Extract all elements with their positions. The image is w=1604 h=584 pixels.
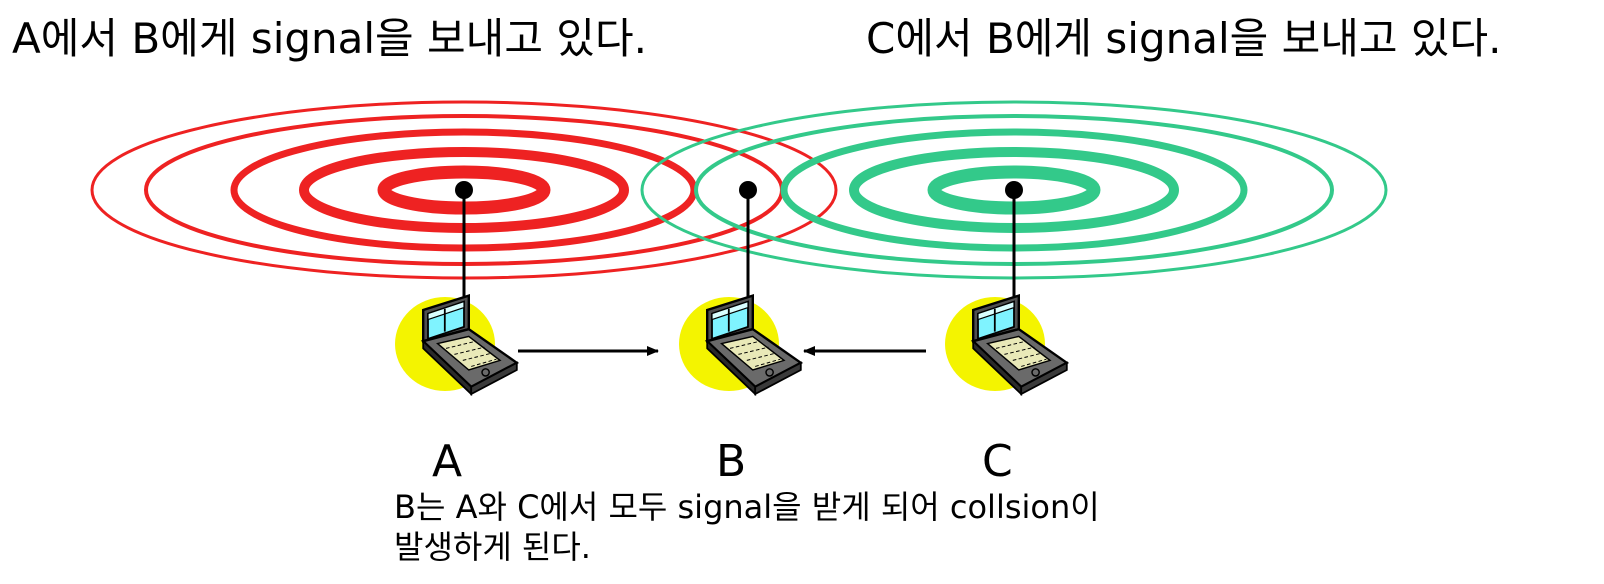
antenna-tip-c — [1005, 181, 1023, 199]
node-label-b: B — [716, 436, 747, 487]
node-label-a: A — [432, 436, 463, 487]
antenna-tip-a — [455, 181, 473, 199]
title-c-to-b: C에서 B에게 signal을 보내고 있다. — [866, 14, 1502, 63]
caption-line-1: B는 A와 C에서 모두 signal을 받게 되어 collsion이 — [394, 488, 1100, 526]
title-a-to-b: A에서 B에게 signal을 보내고 있다. — [12, 14, 647, 63]
caption-line-2: 발생하게 된다. — [394, 528, 591, 566]
antenna-tip-b — [739, 181, 757, 199]
node-label-c: C — [982, 436, 1013, 487]
antennas — [462, 190, 1016, 298]
